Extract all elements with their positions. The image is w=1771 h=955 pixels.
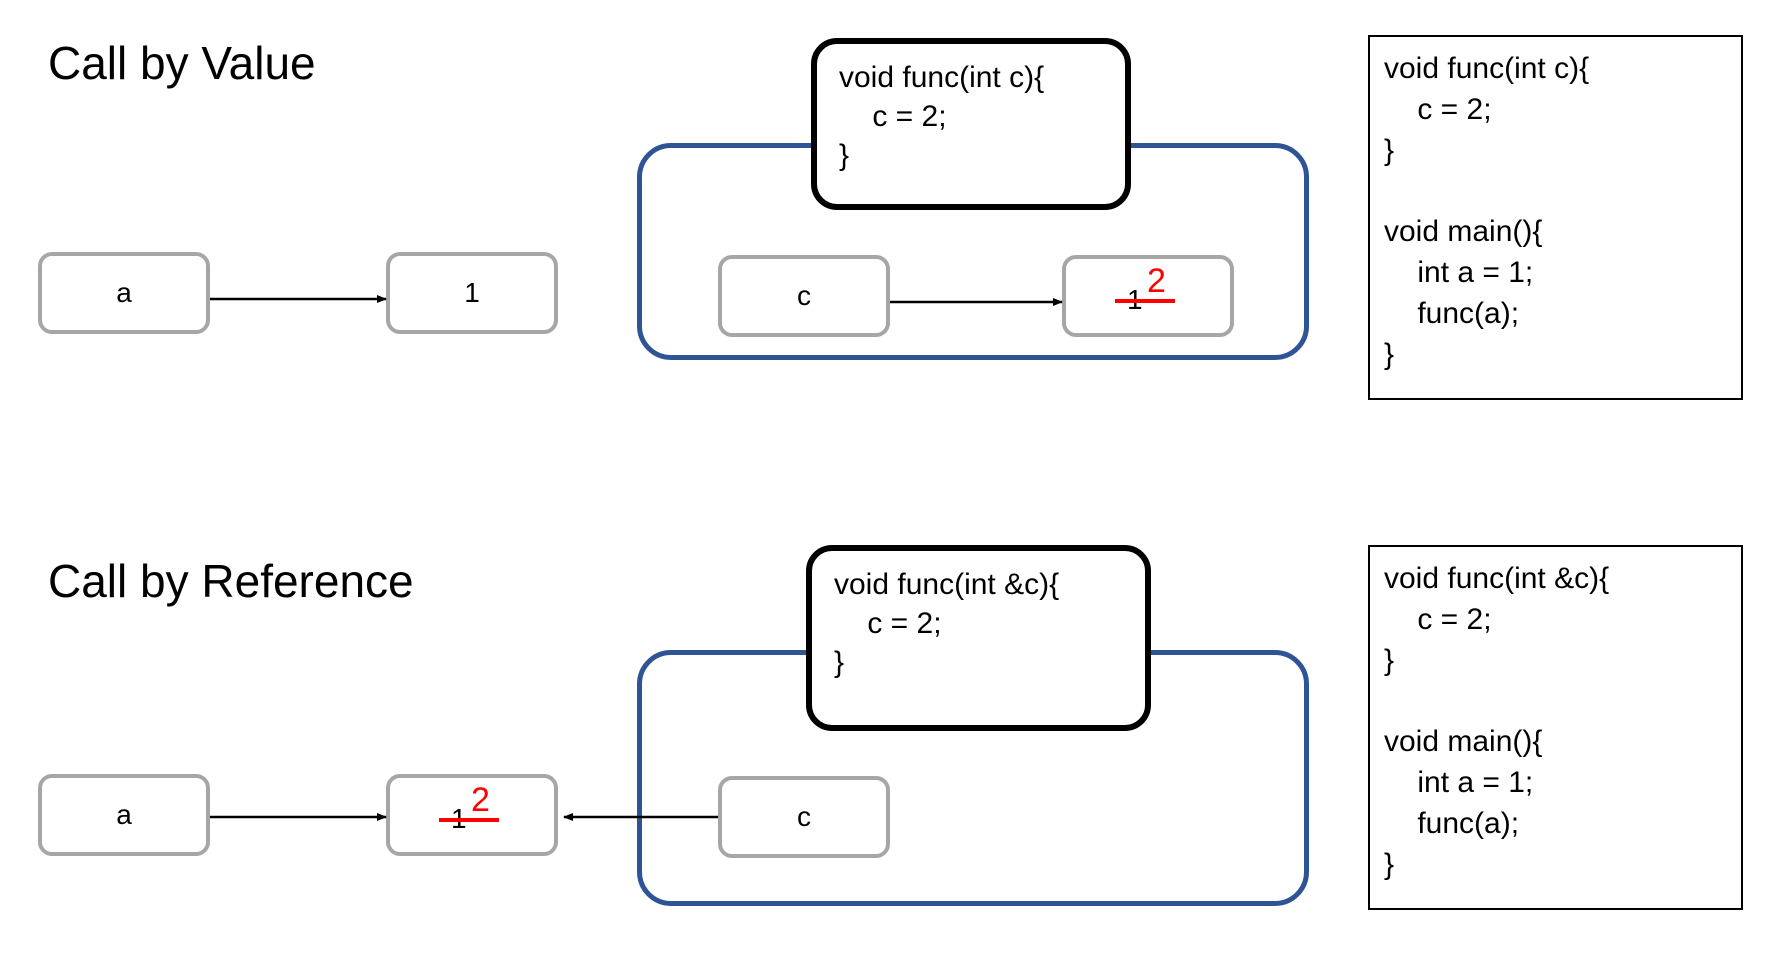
code-line: func(a); xyxy=(1384,296,1520,330)
code-line: void main(){ xyxy=(1384,215,1543,249)
section-title-call-by-value: Call by Value xyxy=(48,37,316,89)
value-edit-annotation: 1 2 xyxy=(437,783,507,837)
value-box-value-c-copy[interactable]: 1 2 xyxy=(1062,255,1234,337)
code-line: void func(int &c){ xyxy=(1384,562,1610,595)
func-callout-close-ref: } xyxy=(834,646,845,679)
value-box-ref-shared[interactable]: 1 2 xyxy=(386,774,558,856)
func-callout-signature-ref: void func(int &c){ xyxy=(834,568,1060,601)
code-line: int a = 1; xyxy=(1384,765,1534,799)
code-listing-call-by-value: void func(int c){ c = 2; } void main(){ … xyxy=(1368,35,1743,400)
var-box-value-c-label: c xyxy=(797,280,811,311)
func-callout-body-value: c = 2; xyxy=(839,100,947,133)
code-line: void main(){ xyxy=(1384,725,1543,759)
function-callout-call-by-reference: void func(int &c){ c = 2; } xyxy=(806,545,1151,731)
code-line: } xyxy=(1384,847,1395,881)
code-line: } xyxy=(1384,337,1395,371)
var-box-value-a-label: a xyxy=(116,277,132,308)
section-title-call-by-reference: Call by Reference xyxy=(48,555,414,607)
value-box-value-a-1-label: 1 xyxy=(464,277,480,308)
code-line: c = 2; xyxy=(1384,602,1492,636)
code-line: } xyxy=(1384,133,1395,167)
code-listing-call-by-reference: void func(int &c){ c = 2; } void main(){… xyxy=(1368,545,1743,910)
new-value-label: 2 xyxy=(471,781,490,819)
value-box-value-a-1[interactable]: 1 xyxy=(386,252,558,334)
strikethrough-line xyxy=(1115,299,1175,303)
strikethrough-line xyxy=(439,818,499,822)
code-line: void func(int c){ xyxy=(1384,52,1590,85)
var-box-ref-c-label: c xyxy=(797,801,811,832)
function-callout-call-by-value: void func(int c){ c = 2; } xyxy=(811,38,1131,210)
code-line: func(a); xyxy=(1384,806,1520,840)
var-box-ref-c[interactable]: c xyxy=(718,776,890,858)
var-box-ref-a[interactable]: a xyxy=(38,774,210,856)
var-box-value-a[interactable]: a xyxy=(38,252,210,334)
var-box-value-c[interactable]: c xyxy=(718,255,890,337)
var-box-ref-a-label: a xyxy=(116,799,132,830)
func-callout-body-ref: c = 2; xyxy=(834,607,942,640)
new-value-label: 2 xyxy=(1147,262,1166,300)
code-line: int a = 1; xyxy=(1384,255,1534,289)
value-edit-annotation: 1 2 xyxy=(1113,264,1183,318)
code-line: c = 2; xyxy=(1384,92,1492,126)
func-callout-signature-value: void func(int c){ xyxy=(839,61,1045,94)
code-line: } xyxy=(1384,643,1395,677)
func-callout-close-value: } xyxy=(839,139,850,172)
